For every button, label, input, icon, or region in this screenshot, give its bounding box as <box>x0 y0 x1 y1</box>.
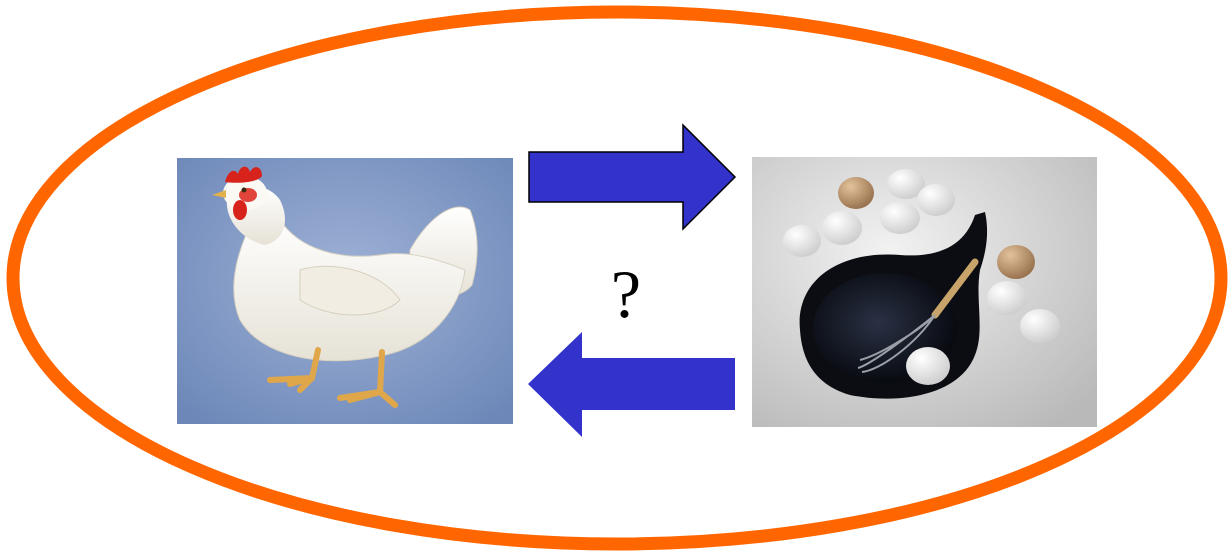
egg-brown-2 <box>997 245 1035 279</box>
arrow-right <box>529 125 735 229</box>
arrow-left <box>528 332 735 437</box>
egg-white-3 <box>880 202 920 234</box>
chicken-image <box>177 158 513 424</box>
egg-white-4 <box>822 211 862 245</box>
egg-white-6 <box>987 281 1027 315</box>
eggs-and-pan-image <box>752 157 1097 427</box>
egg-white-2 <box>917 184 955 216</box>
egg-white-5 <box>783 225 821 257</box>
chicken-eye <box>242 188 247 193</box>
question-mark: ? <box>611 256 641 332</box>
egg-white-in-pan <box>906 347 950 385</box>
egg-white-7 <box>1020 309 1060 343</box>
egg-brown-1 <box>838 177 874 209</box>
chicken-wattle <box>233 200 247 220</box>
